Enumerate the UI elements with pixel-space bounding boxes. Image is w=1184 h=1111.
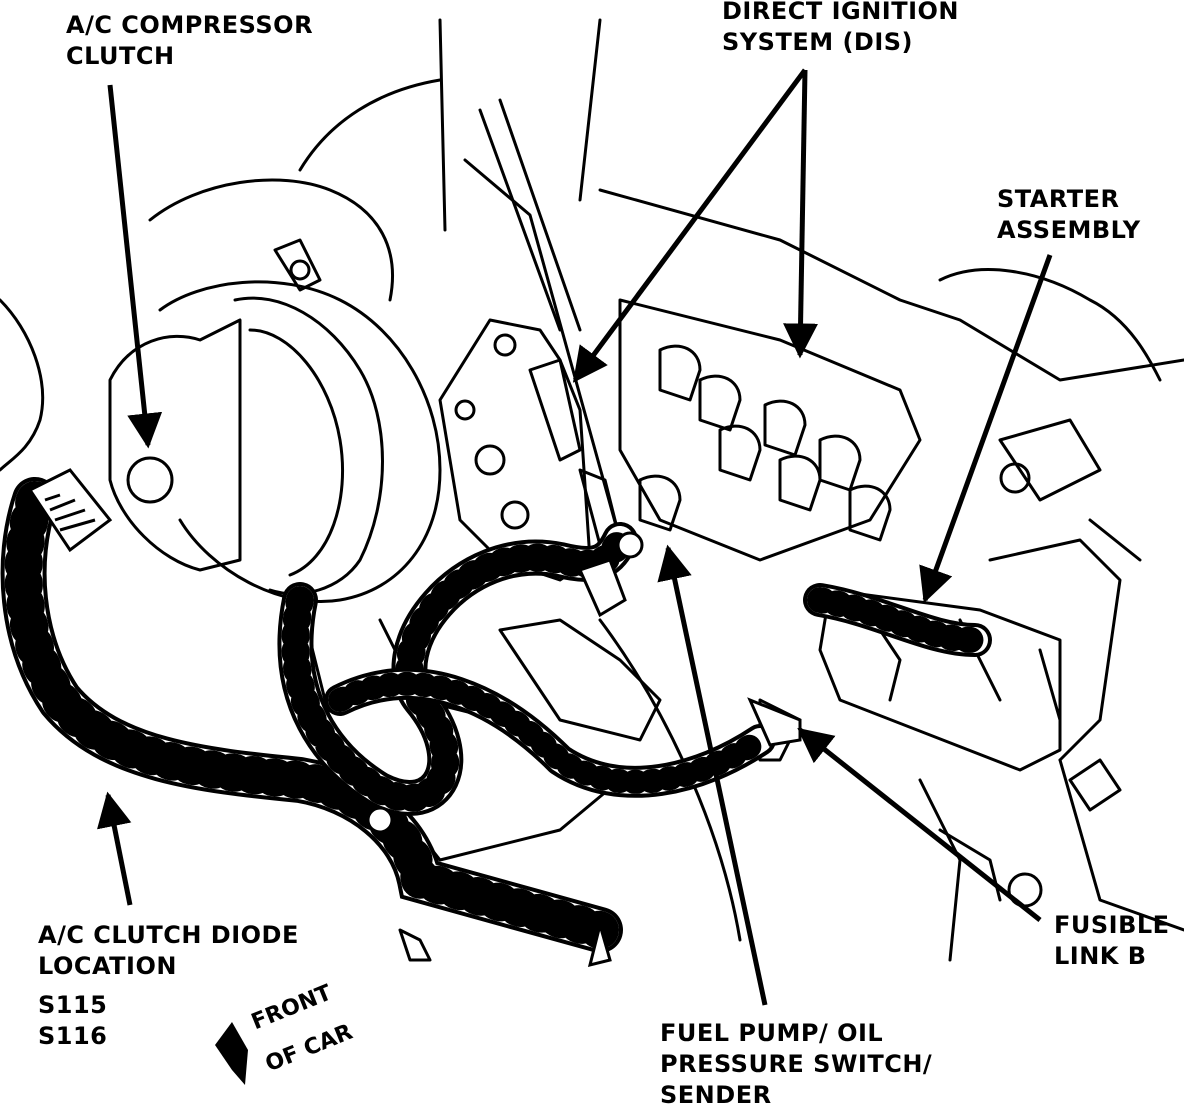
arrow-dis-right [783, 69, 819, 359]
connectors [27, 468, 802, 968]
arrow-fusible-link [797, 727, 1042, 922]
label-fusible-link-b: FUSIBLE LINK B [1054, 911, 1170, 970]
arrow-dis-left [572, 68, 808, 383]
label-ac-clutch-diode-location: A/C CLUTCH DIODE LOCATION [38, 921, 299, 980]
wiring-harness [0, 477, 992, 953]
label-fuel-pump-oil-pressure-switch: FUEL PUMP/ OIL PRESSURE SWITCH/ SENDER [660, 1019, 933, 1109]
label-starter-assembly: STARTER ASSEMBLY [997, 185, 1141, 244]
arrow-starter-assembly [919, 254, 1053, 604]
front-of-car-indicator: FRONT OF CAR [210, 980, 356, 1085]
engine-outline [0, 18, 1184, 962]
label-ac-compressor-clutch: A/C COMPRESSOR CLUTCH [66, 11, 314, 70]
arrow-fuel-pump-switch [657, 544, 768, 1006]
leader-arrows [97, 68, 1053, 1006]
arrow-ac-compressor-clutch [107, 84, 163, 449]
label-direct-ignition-system: DIRECT IGNITION SYSTEM (DIS) [722, 0, 959, 56]
label-splices: S115 S116 [38, 991, 108, 1050]
front-arrow-icon [215, 1022, 248, 1085]
arrow-ac-clutch-diode [97, 791, 133, 906]
